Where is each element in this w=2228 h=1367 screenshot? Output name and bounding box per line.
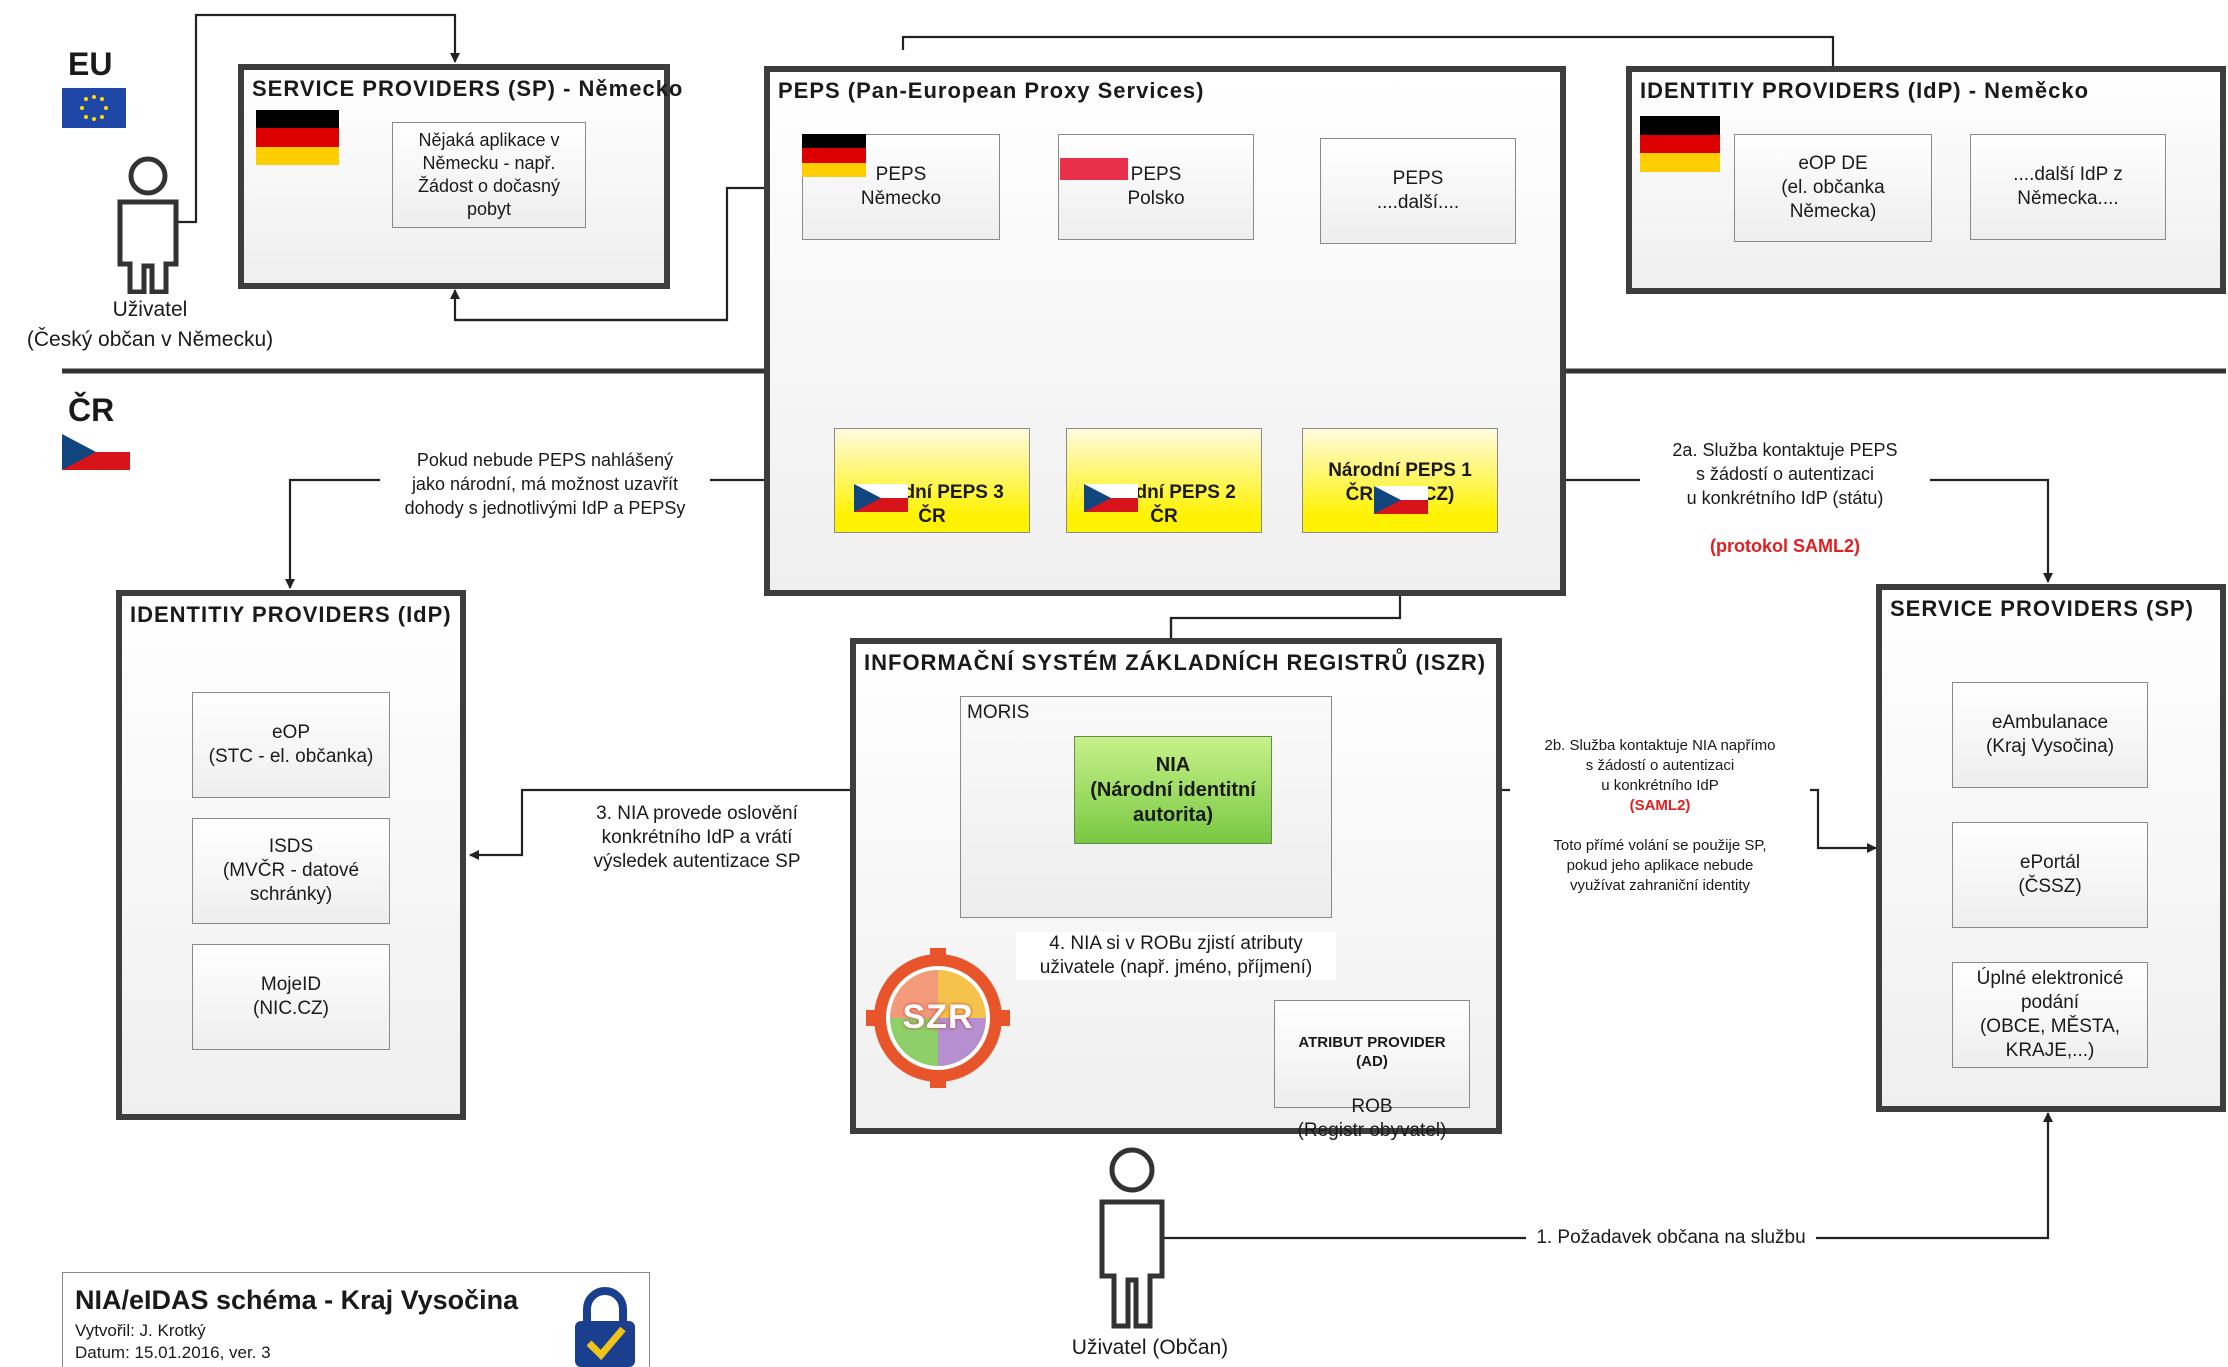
pl-flag-icon	[1060, 158, 1128, 180]
user-bottom-icon	[1099, 1147, 1165, 1329]
arrow-nia-to-idp	[469, 788, 580, 860]
eu-label: EU	[68, 46, 113, 82]
idp-cz-title: IDENTITIY PROVIDERS (IdP)	[130, 602, 452, 627]
sp-de-app[interactable]: Nějaká aplikace v Německu - např. Žádost…	[392, 122, 586, 228]
iszr-title: INFORMAČNÍ SYSTÉM ZÁKLADNÍCH REGISTRŮ (I…	[864, 650, 1487, 675]
user-bottom-label: Uživatel (Občan)	[1071, 1336, 1229, 1359]
arrow-user-to-sp-de	[160, 13, 460, 224]
arrow-peps-de-to-sp-de	[450, 289, 727, 322]
footer-title: NIA/eIDAS schéma - Kraj Vysočina	[75, 1285, 519, 1315]
arrow-2a-to-sp-cz	[1900, 478, 2053, 583]
sp-cz-eambulance[interactable]: eAmbulanace (Kraj Vysočina)	[1952, 682, 2148, 788]
idp-de-title: IDENTITIY PROVIDERS (IdP) - Neměcko	[1640, 78, 2090, 103]
szr-logo: SZR	[858, 940, 1028, 1096]
footer-author: Vytvořil: J. Krotký	[75, 1321, 206, 1340]
step2b-protocol: (SAML2)	[1629, 797, 1691, 814]
attr-provider-body: ROB (Registr obyvatel)	[1297, 1096, 1447, 1141]
idp-de-eop[interactable]: eOP DE (el. občanka Německa)	[1734, 134, 1932, 242]
eu-flag-icon	[62, 88, 126, 128]
nat1-cz-flag-icon	[1374, 486, 1428, 514]
step2b-text-b: Toto přímé volání se použije SP, pokud j…	[1553, 837, 1767, 894]
nia-box[interactable]: NIA (Národní identitní autorita)	[1074, 736, 1272, 844]
step2a-text: 2a. Služba kontaktuje PEPS s žádostí o a…	[1672, 440, 1898, 508]
step4-label: 4. NIA si v ROBu zjistí atributy uživate…	[1016, 932, 1336, 980]
peps-pl[interactable]: PEPS Polsko	[1058, 134, 1254, 240]
cz-flag-icon	[62, 434, 130, 470]
arrow-2b-to-sp-cz	[1800, 788, 1877, 853]
peps-title: PEPS (Pan-European Proxy Services)	[778, 78, 1205, 103]
cz-label: ČR	[68, 392, 115, 428]
step2a-protocol: (protokol SAML2)	[1710, 536, 1860, 556]
nat3-cz-flag-icon	[854, 484, 908, 512]
national-peps-1[interactable]: Národní PEPS 1 ČR (NIC.CZ)	[1302, 428, 1498, 533]
arrow-note-to-idp-cz	[285, 478, 400, 589]
idp-cz-eop[interactable]: eOP (STC - el. občanka)	[192, 692, 390, 798]
peps-other[interactable]: PEPS ....další....	[1320, 138, 1516, 244]
sp-de-title: SERVICE PROVIDERS (SP) - Německo	[252, 76, 684, 101]
idp-de-other[interactable]: ....další IdP z Německa....	[1970, 134, 2166, 240]
sp-cz-title: SERVICE PROVIDERS (SP)	[1890, 596, 2194, 621]
step1-label: 1. Požadavek občana na službu	[1526, 1226, 1816, 1250]
idp-cz-mojeid[interactable]: MojeID (NIC.CZ)	[192, 944, 390, 1050]
szr-logo-text: SZR	[902, 998, 974, 1036]
eidas-lock-icon	[575, 1287, 635, 1367]
peps-de-flag-icon	[802, 134, 866, 177]
user-top-name: Uživatel	[60, 298, 240, 322]
sp-cz-eportal[interactable]: ePortál (ČSSZ)	[1952, 822, 2148, 928]
arrow-user-to-sp-cz	[1530, 1112, 2053, 1240]
de-flag-icon	[256, 110, 339, 165]
step2a-label: 2a. Služba kontaktuje PEPS s žádostí o a…	[1640, 414, 1930, 558]
step2b-label: 2b. Služba kontaktuje NIA napřímo s žádo…	[1510, 716, 1810, 896]
nat2-cz-flag-icon	[1084, 484, 1138, 512]
idp-cz-isds[interactable]: ISDS (MVČR - datové schránky)	[192, 818, 390, 924]
step2b-text-a: 2b. Služba kontaktuje NIA napřímo s žádo…	[1544, 737, 1776, 794]
sp-cz-full-submission[interactable]: Úplné elektronicé podání (OBCE, MĚSTA, K…	[1952, 962, 2148, 1068]
footer-date: Datum: 15.01.2016, ver. 3	[75, 1343, 271, 1362]
user-top-desc: (Český občan v Německu)	[0, 328, 300, 352]
idp-de-flag-icon	[1640, 116, 1720, 172]
step3-label: 3. NIA provede oslovění konkrétního IdP …	[572, 802, 822, 874]
footer-box: NIA/eIDAS schéma - Kraj Vysočina Vytvoři…	[62, 1272, 650, 1367]
national-peps-3[interactable]: Národní PEPS 3 ČR	[834, 428, 1030, 533]
attr-provider-title: ATRIBUT PROVIDER (AD)	[1298, 1034, 1446, 1070]
moris-label: MORIS	[967, 702, 1030, 723]
szr-logo-icon	[866, 948, 1010, 1088]
national-peps-2[interactable]: Národní PEPS 2 ČR	[1066, 428, 1262, 533]
user-top-icon	[117, 156, 179, 294]
peps-note-label: Pokud nebude PEPS nahlášený jako národní…	[380, 448, 710, 520]
attr-provider-box[interactable]: ATRIBUT PROVIDER (AD) ROB (Registr obyva…	[1274, 1000, 1470, 1141]
sp-de-group: SERVICE PROVIDERS (SP) - Německo	[238, 64, 682, 289]
